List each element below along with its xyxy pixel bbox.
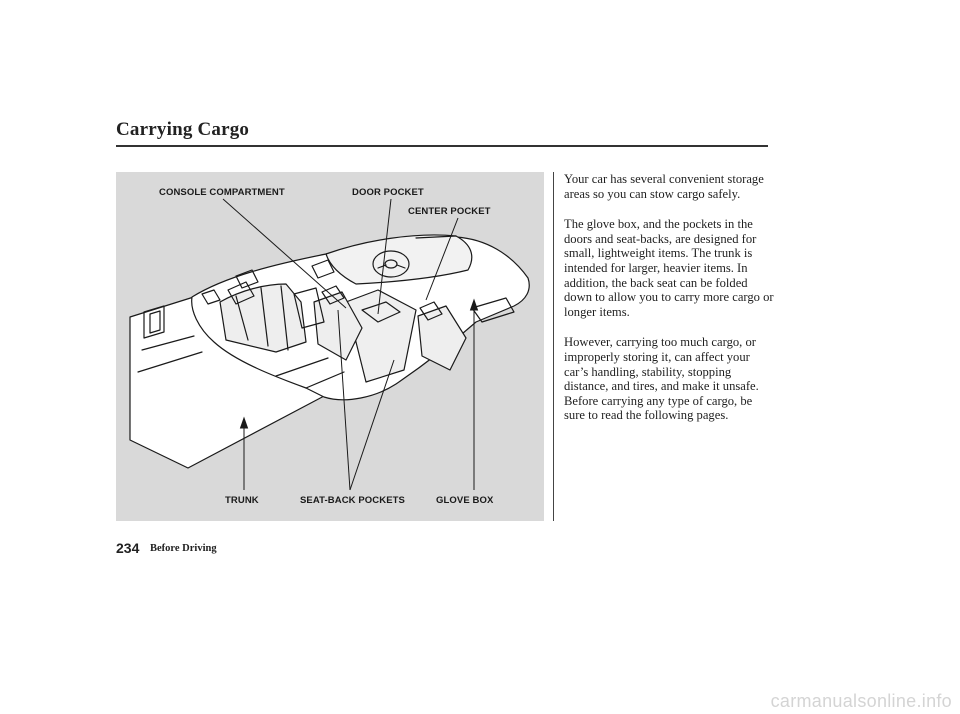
callout-trunk: TRUNK [225, 495, 259, 506]
car-interior-illustration [129, 198, 530, 491]
page-number: 234 [116, 540, 140, 556]
column-divider [553, 172, 554, 521]
body-text: Your car has several convenient storage … [564, 172, 774, 439]
watermark-text: carmanualsonline.info [770, 691, 952, 711]
paragraph-storage: The glove box, and the pockets in the do… [564, 217, 774, 319]
callout-console-compartment: CONSOLE COMPARTMENT [159, 187, 285, 198]
title-rule [116, 145, 768, 147]
callout-seat-back-pockets: SEAT-BACK POCKETS [300, 495, 405, 506]
callout-glove-box: GLOVE BOX [436, 495, 494, 506]
callout-center-pocket: CENTER POCKET [408, 206, 491, 217]
paragraph-warning: However, carrying too much cargo, or imp… [564, 335, 759, 423]
paragraph-intro: Your car has several convenient storage … [564, 172, 764, 201]
interior-storage-figure: CONSOLE COMPARTMENT DOOR POCKET CENTER P… [116, 172, 544, 521]
section-name: Before Driving [150, 543, 217, 554]
page-title: Carrying Cargo [116, 119, 250, 140]
callout-door-pocket: DOOR POCKET [352, 187, 424, 198]
